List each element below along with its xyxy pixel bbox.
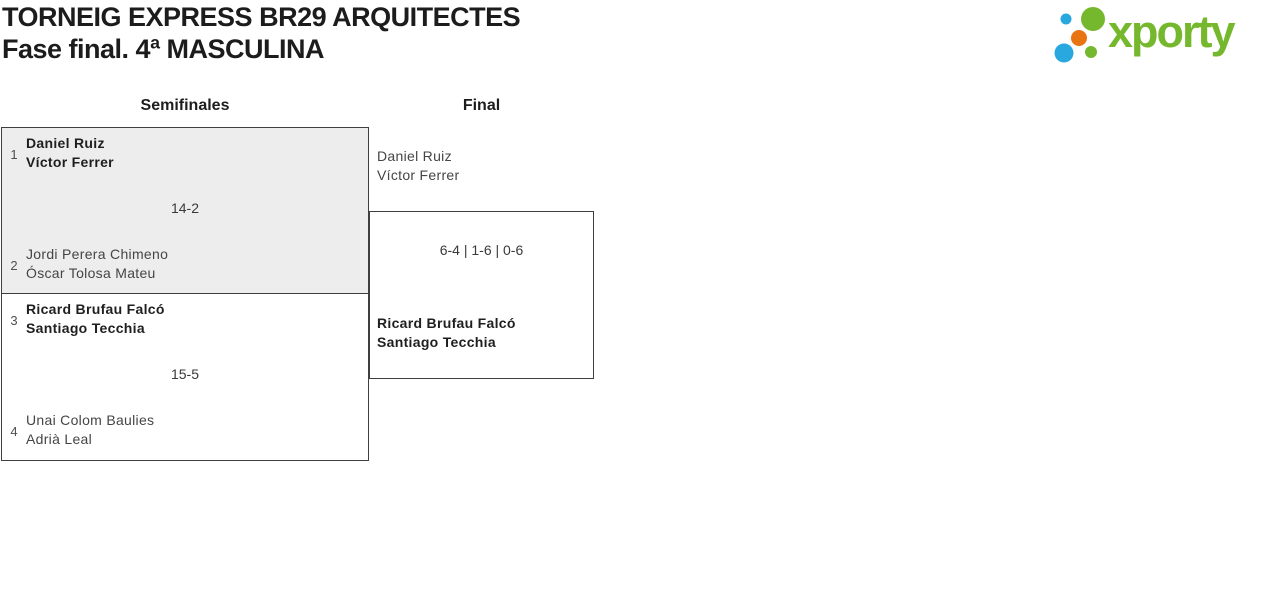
seed-number: 2 [10, 258, 18, 273]
seed-number: 4 [10, 424, 18, 439]
final-match: 6-4 | 1-6 | 0-6 Ricard Brufau Falcó Sant… [369, 211, 594, 379]
logo-dot-medium-blue [1054, 43, 1074, 63]
team-players: Unai Colom Baulies Adrià Leal [26, 411, 154, 450]
xporty-logo-link[interactable]: xporty [1048, 0, 1278, 72]
semifinal-1-match: 1 Daniel Ruiz Víctor Ferrer 14-2 2 Jordi… [1, 127, 369, 294]
xporty-dots-icon [1054, 7, 1105, 63]
player-name: Daniel Ruiz [377, 148, 452, 164]
tournament-title: TORNEIG EXPRESS BR29 ARQUITECTES [2, 2, 521, 32]
seed-number: 3 [10, 313, 18, 328]
team-players: Daniel Ruiz Víctor Ferrer [26, 134, 114, 173]
team-players: Daniel Ruiz Víctor Ferrer [377, 147, 459, 186]
semifinal-2-match: 3 Ricard Brufau Falcó Santiago Tecchia 1… [1, 293, 369, 461]
player-name: Víctor Ferrer [377, 167, 460, 184]
player-name: Unai Colom Baulies [26, 412, 155, 428]
page-title: TORNEIG EXPRESS BR29 ARQUITECTES Fase fi… [2, 1, 521, 65]
player-name: Óscar Tolosa Mateu [26, 265, 156, 282]
team-players: Ricard Brufau Falcó Santiago Tecchia [26, 300, 165, 339]
match-score: 6-4 | 1-6 | 0-6 [439, 242, 524, 258]
player-name: Víctor Ferrer [26, 154, 114, 171]
player-name: Santiago Tecchia [377, 334, 496, 351]
player-name: Ricard Brufau Falcó [26, 301, 165, 317]
xporty-wordmark: xporty [1108, 6, 1236, 57]
player-name: Santiago Tecchia [26, 320, 145, 337]
logo-dot-large-green [1081, 7, 1105, 31]
player-name: Adrià Leal [26, 431, 93, 448]
match-score: 15-5 [170, 366, 200, 382]
round-label-final: Final [462, 97, 501, 114]
round-label-semifinals: Semifinales [140, 97, 230, 114]
team-players: Ricard Brufau Falcó Santiago Tecchia [377, 314, 516, 353]
team-players: Jordi Perera Chimeno Óscar Tolosa Mateu [26, 245, 168, 284]
seed-number: 1 [10, 147, 18, 162]
logo-dot-small-green [1085, 46, 1097, 58]
player-name: Daniel Ruiz [26, 135, 105, 151]
player-name: Jordi Perera Chimeno [26, 246, 169, 262]
logo-dot-orange [1071, 30, 1087, 46]
match-score: 14-2 [170, 200, 200, 216]
player-name: Ricard Brufau Falcó [377, 315, 516, 331]
logo-dot-small-blue [1060, 13, 1072, 25]
category-subtitle: Fase final. 4ª MASCULINA [2, 34, 325, 64]
